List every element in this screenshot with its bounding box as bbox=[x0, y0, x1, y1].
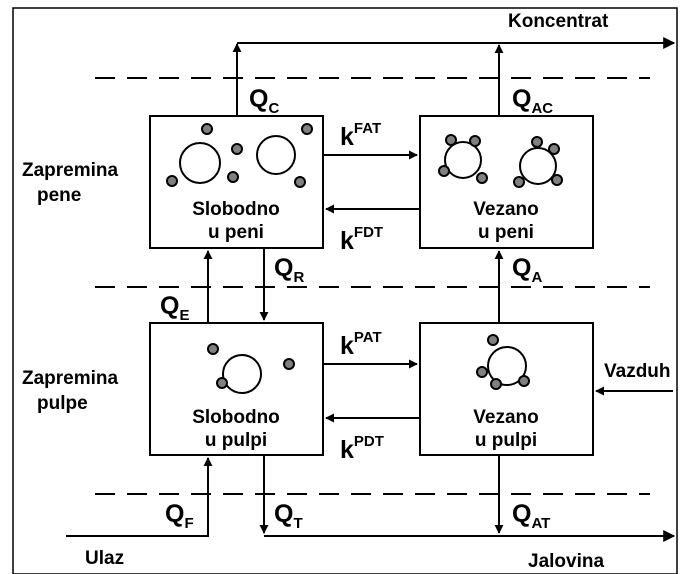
attached-froth-particles bbox=[438, 134, 563, 188]
kfdt-label: kFDT bbox=[340, 224, 383, 255]
attached-froth-label-2: u peni bbox=[478, 222, 534, 243]
particle bbox=[476, 172, 488, 184]
free-froth-label-1: Slobodno bbox=[192, 199, 280, 220]
bubble bbox=[519, 147, 557, 185]
particle bbox=[445, 134, 457, 146]
zone-boundaries bbox=[95, 77, 650, 495]
qac-label: QAC bbox=[512, 85, 553, 117]
attached-pulp-label-2: u pulpi bbox=[475, 430, 537, 451]
attached-pulp-particles bbox=[476, 334, 530, 390]
qr-label: QR bbox=[274, 254, 304, 286]
tailings-label: Jalovina bbox=[528, 551, 604, 572]
particle bbox=[487, 334, 499, 346]
qe-label: QE bbox=[160, 292, 189, 324]
qa-label: QA bbox=[512, 254, 542, 286]
flow-lines bbox=[66, 37, 676, 542]
free-pulp-label-2: u pulpi bbox=[205, 430, 267, 451]
particle bbox=[476, 366, 488, 378]
particle bbox=[231, 143, 243, 155]
particle bbox=[207, 343, 219, 355]
free-pulp-particles bbox=[207, 343, 295, 394]
feed-label: Ulaz bbox=[85, 548, 124, 569]
bubble bbox=[179, 142, 221, 184]
bubble bbox=[256, 135, 296, 175]
kpdt-label: kPDT bbox=[340, 433, 384, 464]
free-pulp-label-1: Slobodno bbox=[192, 407, 280, 428]
attached-pulp-label-1: Vezano bbox=[473, 407, 538, 428]
particle bbox=[469, 135, 481, 147]
particle bbox=[216, 377, 228, 389]
attached-froth-label-1: Vezano bbox=[473, 199, 538, 220]
qf-label: QF bbox=[165, 500, 194, 532]
particle bbox=[513, 176, 525, 188]
pulp-zone-label-2: pulpe bbox=[37, 393, 88, 414]
particle bbox=[531, 136, 543, 148]
air-label: Vazduh bbox=[604, 361, 671, 382]
outer-frame bbox=[12, 7, 678, 574]
qc-label: QC bbox=[249, 85, 279, 117]
froth-zone-label-1: Zapremina bbox=[22, 160, 119, 181]
particle bbox=[201, 123, 213, 135]
particle bbox=[166, 175, 178, 187]
pulp-zone-label-1: Zapremina bbox=[22, 368, 119, 389]
bubble bbox=[487, 346, 527, 386]
kfat-label: kFAT bbox=[340, 120, 381, 151]
particle bbox=[294, 176, 306, 188]
froth-zone-label-2: pene bbox=[37, 185, 81, 206]
particle bbox=[301, 123, 313, 135]
particle bbox=[518, 375, 530, 387]
qt-label: QT bbox=[274, 500, 303, 532]
particle bbox=[283, 358, 295, 370]
kpat-label: kPAT bbox=[340, 329, 382, 360]
feed-line bbox=[66, 457, 213, 537]
free-froth-label-2: u peni bbox=[208, 222, 264, 243]
box-attached-pulp bbox=[419, 322, 594, 456]
bubble bbox=[444, 141, 482, 179]
free-froth-particles bbox=[166, 123, 313, 188]
particle bbox=[551, 174, 563, 186]
bubble bbox=[222, 354, 262, 394]
particle bbox=[490, 378, 502, 390]
particle bbox=[438, 165, 450, 177]
qat-label: QAT bbox=[512, 500, 550, 532]
concentrate-label: Koncentrat bbox=[508, 11, 609, 32]
particle bbox=[227, 171, 239, 183]
particle bbox=[548, 143, 560, 155]
